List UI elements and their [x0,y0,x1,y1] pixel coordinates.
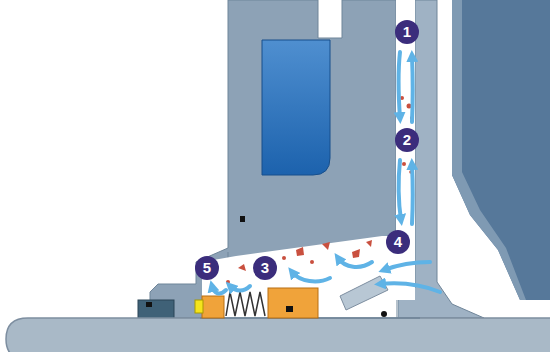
stationary-ring [202,296,224,318]
seal-chamber [202,236,396,318]
casing-edge [452,0,526,300]
gland-ring [138,300,174,320]
rotating-holder [268,288,318,318]
flow-arrow [410,56,415,122]
seat-gasket [195,300,203,313]
flow-arrow [410,164,415,224]
shaft [6,318,550,352]
callout-number: 4 [386,230,410,254]
pump-casing [452,0,550,300]
particle [366,240,372,247]
particles [226,96,414,284]
callout-number: 2 [395,128,419,152]
callout-number: 5 [195,256,219,280]
gland-seal [146,302,152,307]
pumping-ring [340,276,388,310]
flow-arrow [338,258,372,267]
flow-arrow [380,283,440,292]
flow-arrow [292,272,330,281]
seal-housing [150,0,396,318]
flow-arrow [212,286,226,293]
spring [226,292,265,316]
flow-arrows [212,52,440,293]
particle [352,249,360,258]
particle [296,247,304,256]
particle [282,256,286,260]
flow-arrow [384,262,430,270]
flow-arrow [230,286,250,291]
callout-number: 1 [395,20,419,44]
flow-arrow [399,52,401,118]
cooling-jacket [262,40,330,175]
particle [226,280,230,284]
particle [322,242,330,250]
particle [238,264,246,271]
particle [310,260,314,264]
callout-number: 3 [253,256,277,280]
particle [402,162,406,166]
sleeve-o-ring [381,311,387,317]
holder-o-ring [286,306,293,312]
flow-arrow [399,160,401,220]
gland-o-ring [240,216,245,222]
